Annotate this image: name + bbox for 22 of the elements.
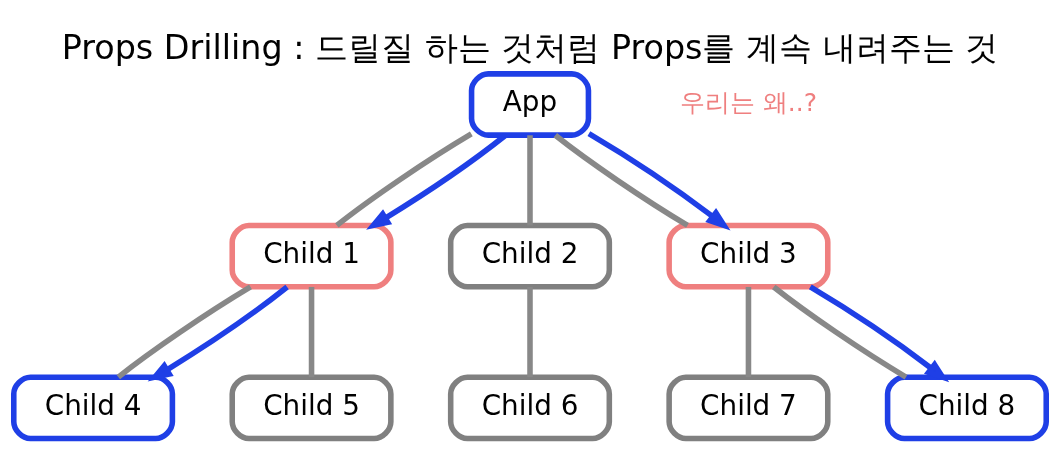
node-box: Child 5 <box>229 373 394 441</box>
connector <box>772 284 908 379</box>
arrow <box>147 284 289 381</box>
diagram-title: Props Drilling : 드릴질 하는 것처럼 Props를 계속 내려주는 것 <box>61 27 999 67</box>
connector <box>335 131 473 228</box>
connector <box>553 132 689 228</box>
connector <box>527 134 533 225</box>
connector <box>308 286 315 377</box>
connector <box>745 286 752 377</box>
connector <box>527 286 533 377</box>
node-box: Child 2 <box>447 222 613 290</box>
node-box: Child 8 <box>884 373 1049 441</box>
label: 우리는 왜..? <box>679 87 818 117</box>
node-box: Child 1 <box>229 222 394 290</box>
connector <box>116 284 252 379</box>
arrow <box>587 130 731 230</box>
node-box: Child 3 <box>666 222 831 290</box>
arrow <box>808 284 950 382</box>
node-box: Child 6 <box>447 373 613 441</box>
node-box: App <box>468 70 592 138</box>
node-box: Child 4 <box>11 373 176 441</box>
node-box: Child 7 <box>666 373 831 441</box>
